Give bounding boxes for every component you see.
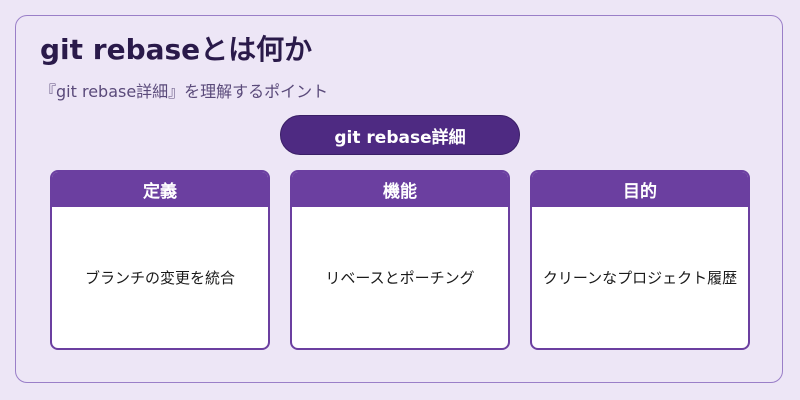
card-title: 機能 (292, 172, 508, 207)
card-function: 機能 リベースとポーチング (290, 170, 510, 350)
card-purpose: 目的 クリーンなプロジェクト履歴 (530, 170, 750, 350)
page-subtitle: 『git rebase詳細』を理解するポイント (40, 82, 329, 101)
card-text: ブランチの変更を統合 (84, 269, 235, 287)
page-title: git rebaseとは何か (40, 33, 313, 66)
card-text: クリーンなプロジェクト履歴 (542, 269, 738, 287)
diagram-frame (15, 15, 783, 383)
central-topic: git rebase詳細 (280, 115, 520, 155)
card-text: リベースとポーチング (325, 269, 475, 287)
card-title: 定義 (52, 172, 268, 207)
card-title: 目的 (532, 172, 748, 207)
card-definition: 定義 ブランチの変更を統合 (50, 170, 270, 350)
